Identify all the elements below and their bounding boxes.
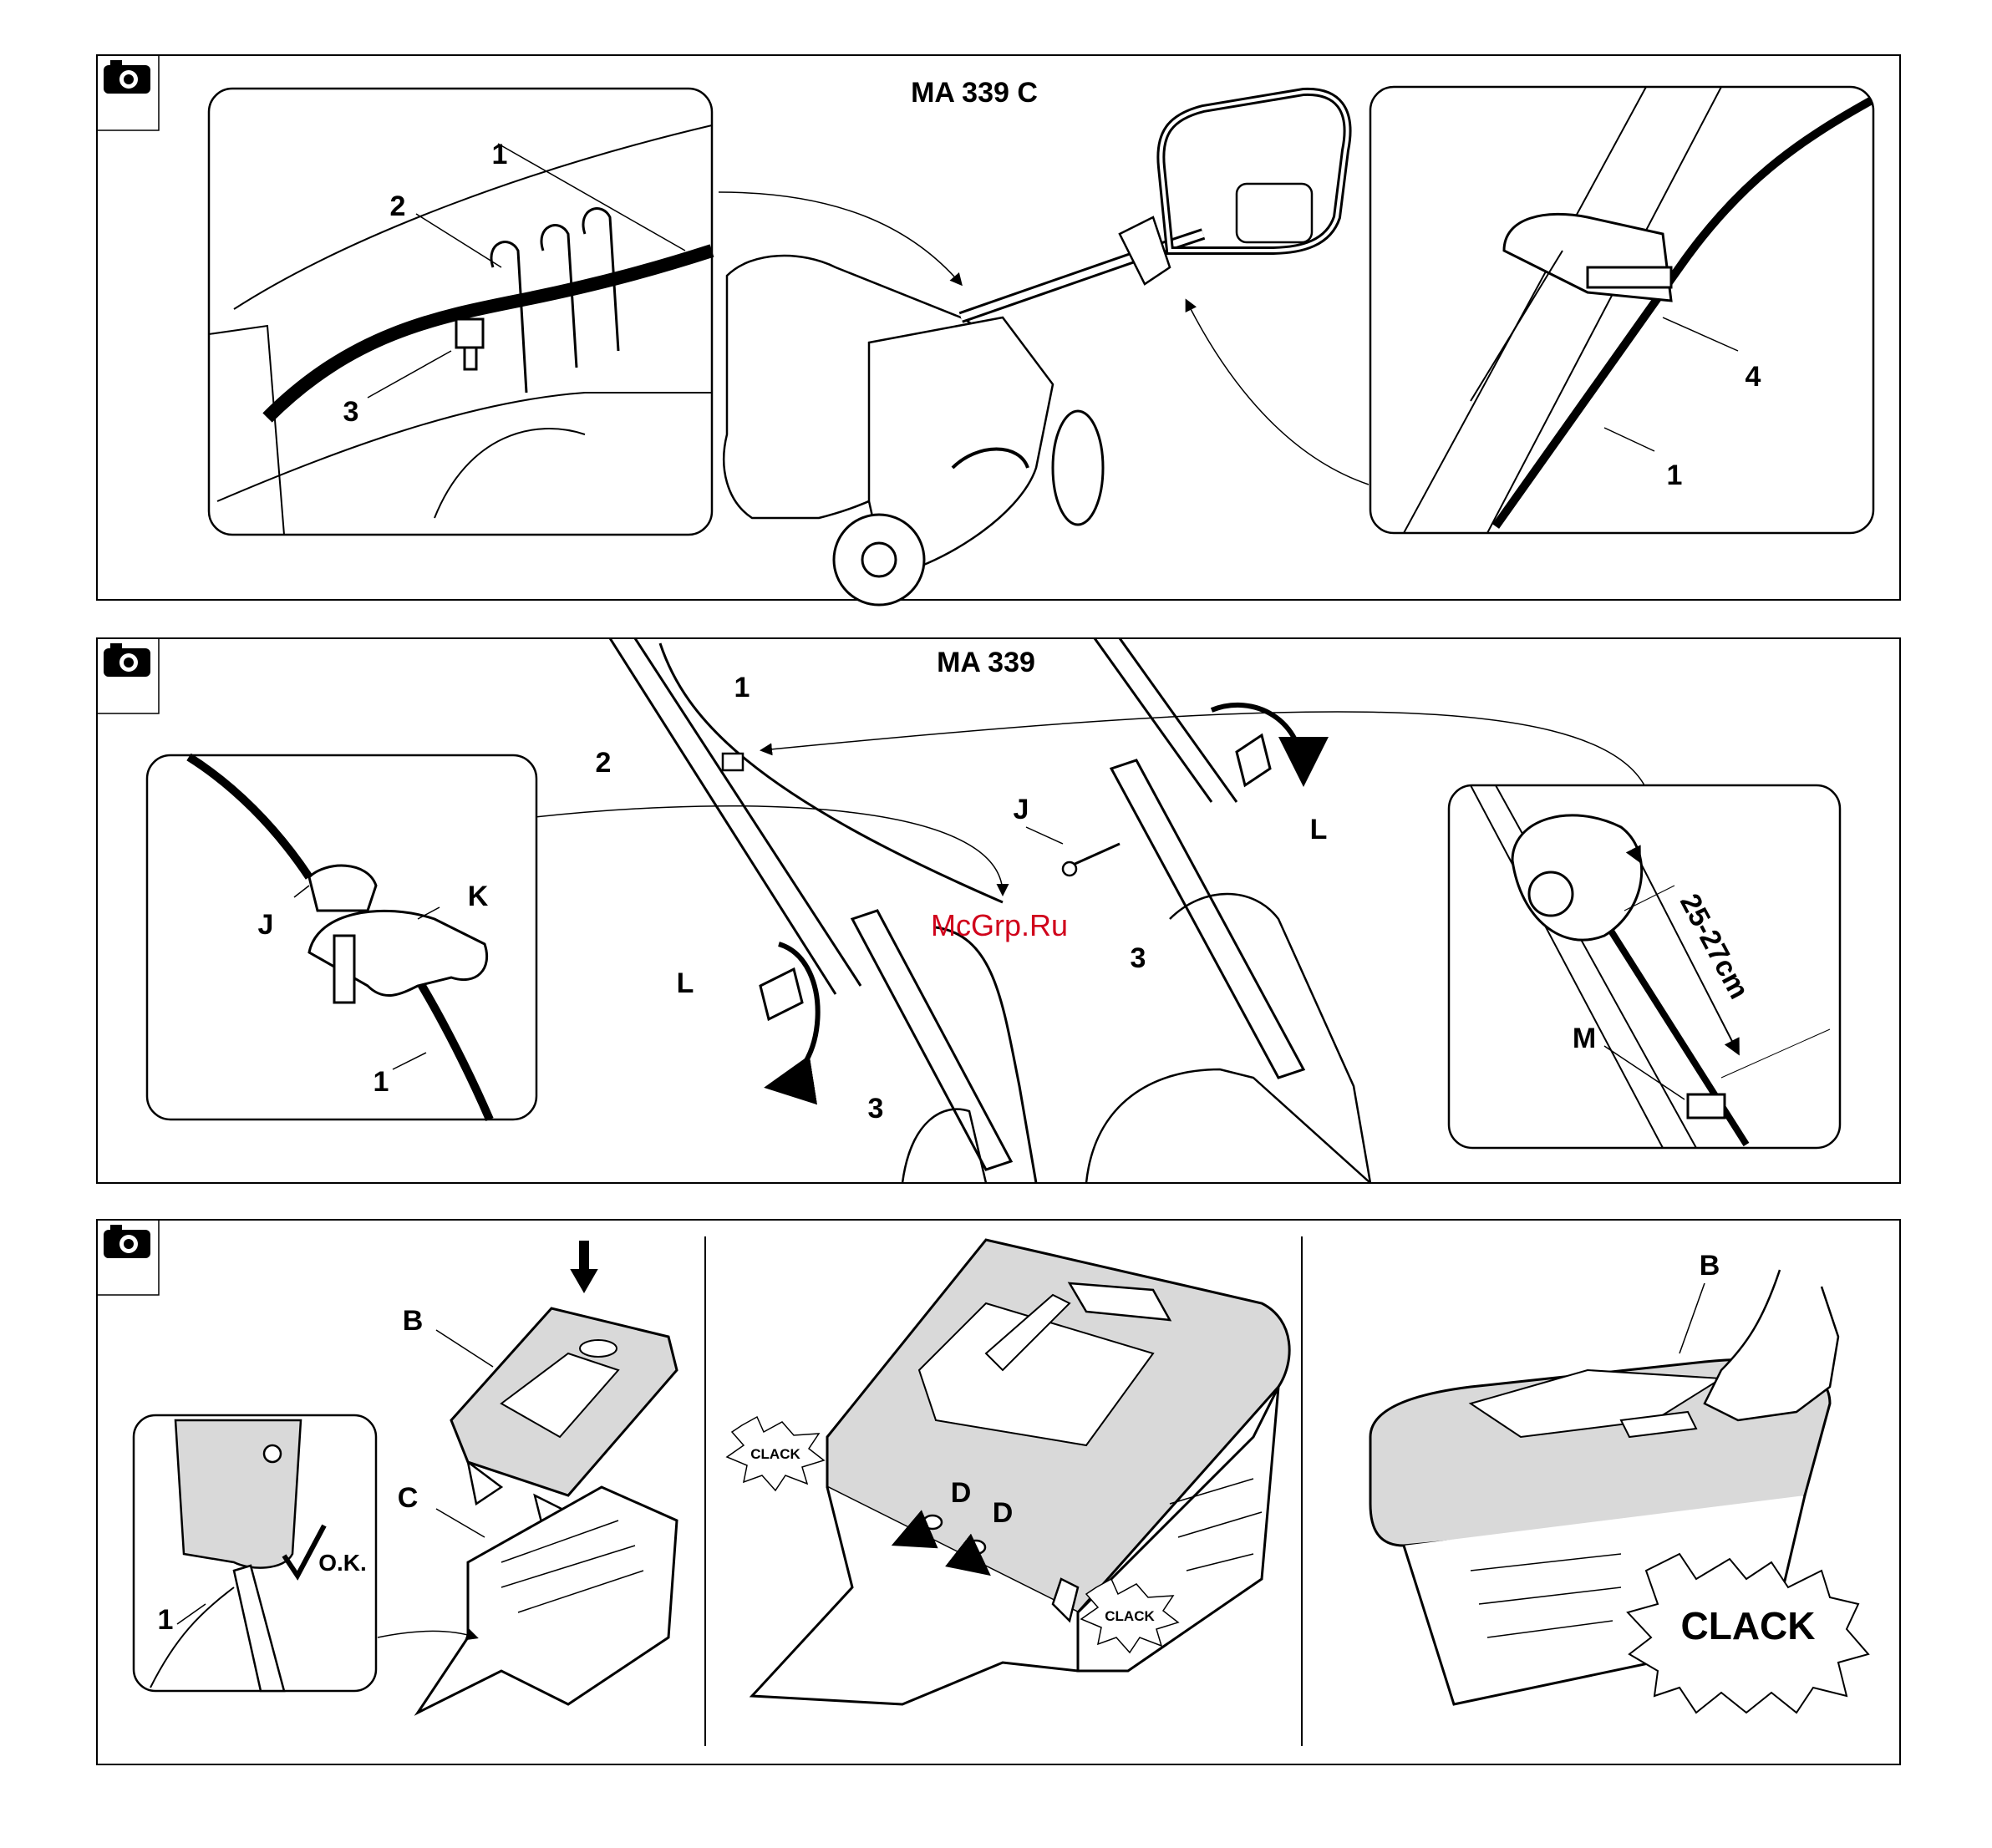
clack-small: CLACK [750, 1446, 800, 1462]
callout-l: L [677, 967, 694, 999]
callout-j: J [258, 909, 274, 941]
watermark: McGrp.Ru [931, 908, 1068, 942]
inset-cable-distance [1449, 785, 1840, 1148]
callout-d: D [951, 1477, 972, 1509]
panel-grass-catcher: B C O.K. 1 [97, 1220, 1900, 1764]
callout-m: M [1573, 1023, 1596, 1054]
callout-l: L [1310, 814, 1328, 845]
callout-1: 1 [492, 139, 508, 170]
callout-4: 4 [1746, 361, 1761, 393]
callout-k: K [468, 881, 489, 912]
camera-icon [97, 55, 159, 130]
camera-icon [97, 1220, 159, 1295]
callout-2: 2 [596, 747, 612, 779]
callout-1: 1 [158, 1604, 174, 1636]
callout-1: 1 [1667, 459, 1683, 491]
clack-small: CLACK [1105, 1608, 1155, 1624]
mower-illustration [719, 92, 1369, 605]
panel-title: MA 339 [937, 647, 1035, 678]
ok-label: O.K. [318, 1550, 367, 1576]
callout-1: 1 [374, 1066, 389, 1098]
panel-ma339c: MA 339 C 1 2 3 [97, 55, 1900, 605]
callout-b: B [1700, 1250, 1720, 1282]
callout-b: B [403, 1305, 424, 1337]
callout-d: D [993, 1497, 1014, 1529]
clack-large: CLACK [1681, 1604, 1816, 1647]
callout-2: 2 [390, 190, 406, 222]
camera-icon [97, 638, 159, 713]
inset-cable-clamp [147, 755, 536, 1119]
inset-cable-clips [209, 89, 712, 535]
callout-3: 3 [343, 396, 359, 428]
callout-1: 1 [734, 672, 750, 703]
callout-3: 3 [868, 1093, 884, 1125]
callout-c: C [398, 1482, 419, 1514]
panel-title: MA 339 C [911, 77, 1038, 109]
callout-3: 3 [1131, 942, 1146, 974]
callout-j: J [1014, 794, 1029, 825]
panel-ma339: MA 339 1 [97, 638, 1900, 1183]
inset-cable-holder [1370, 87, 1873, 533]
step-2-illustration [727, 1240, 1289, 1704]
